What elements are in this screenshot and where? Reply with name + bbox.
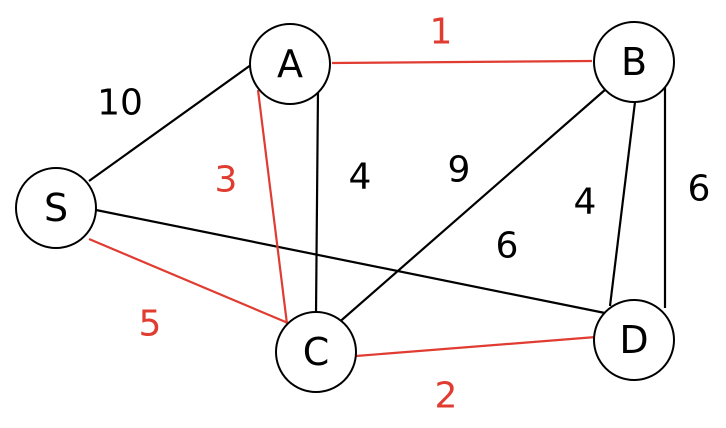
node-label: D [619,318,648,362]
node-circle [275,311,357,393]
edge-a-c-highlighted [256,89,289,325]
node-circle [593,21,675,103]
node-c: C [275,311,357,393]
node-a: A [249,23,331,105]
edges-layer [88,59,667,358]
node-d: D [593,299,675,381]
edge-weight-b-d: 6 [688,169,711,210]
edge-b-c [335,88,607,326]
node-s: S [15,167,97,249]
edge-s-c-highlighted [88,237,289,325]
edge-a-c [314,89,320,315]
node-label: A [277,42,303,86]
edge-weight-a-c: 3 [215,160,238,201]
edge-weight-a-c: 4 [349,157,372,198]
edge-weight-s-d: 6 [496,226,519,267]
edge-s-a [88,61,256,182]
edge-weight-c-d: 2 [435,376,458,417]
edge-s-d [95,208,606,315]
edge-weight-a-b: 1 [430,12,453,53]
edge-labels-layer: 10 5 6 1 3 4 9 4 6 2 [97,12,710,417]
node-label: B [621,40,647,84]
edge-c-d-highlighted [355,335,597,358]
edge-weight-b-d: 4 [574,182,597,223]
edge-weight-s-c: 5 [139,304,162,345]
node-circle [249,23,331,105]
nodes-layer: S A B C D [15,21,675,393]
node-label: C [303,330,330,374]
edge-a-b-highlighted [331,59,593,65]
edge-weight-b-c: 9 [448,150,471,191]
edge-b-d [608,101,637,307]
node-circle [15,167,97,249]
node-label: S [44,186,68,230]
node-circle [593,299,675,381]
edge-weight-s-a: 10 [97,83,143,124]
node-b: B [593,21,675,103]
